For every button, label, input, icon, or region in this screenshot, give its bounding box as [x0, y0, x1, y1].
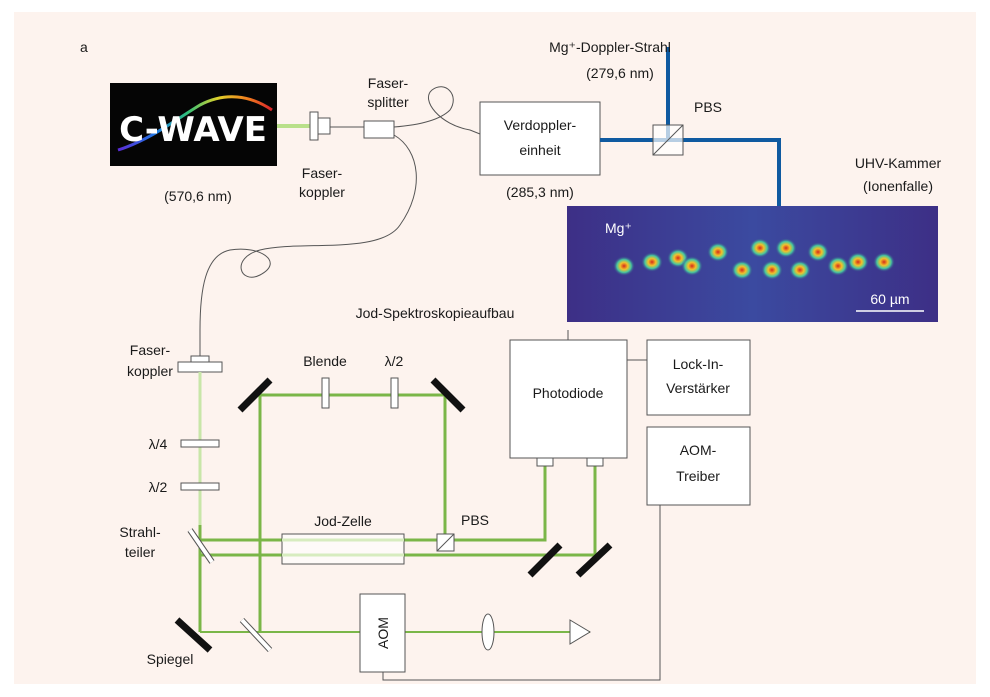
- aom-driver: [646, 426, 751, 506]
- pbs-bottom: [436, 533, 455, 552]
- fiber-splitter-label-2: splitter: [367, 94, 409, 110]
- pbs-top-label: PBS: [694, 99, 722, 115]
- ion-spot: [847, 252, 869, 272]
- photodiode: [509, 339, 628, 459]
- quarter-waveplate-label: λ/4: [149, 436, 168, 452]
- mirror-photodiode-2: [575, 542, 613, 578]
- photodiode-port-2: [586, 457, 604, 467]
- beam-pump-loop: [258, 393, 447, 555]
- fiber-to-spectroscopy: [199, 134, 417, 358]
- half-waveplate-left-label: λ/2: [149, 479, 168, 495]
- photodiode-label: Photodiode: [533, 385, 604, 401]
- laser-wavelength: (570,6 nm): [164, 188, 232, 204]
- doubler-label-2: einheit: [519, 142, 560, 158]
- fiber-splitter: [363, 120, 395, 139]
- beam-splitter-label-1: Strahl-: [119, 524, 161, 540]
- ion-crystal-image: [567, 206, 938, 322]
- beam-splitter-label-2: teiler: [125, 544, 156, 560]
- spectroscopy-title: Jod-Spektroskopieaufbau: [356, 305, 515, 321]
- pbs-bottom-label: PBS: [461, 512, 489, 528]
- ion-spot: [761, 260, 783, 280]
- doppler-beam-label-2: (279,6 nm): [586, 65, 654, 81]
- fiber-coupler-top-label-2: koppler: [299, 184, 345, 200]
- ion-spot: [681, 256, 703, 276]
- fiber-coupler-bottom-label-2: koppler: [127, 363, 173, 379]
- ion-label: Mg⁺: [605, 220, 632, 236]
- fiber-coupler-bottom: [177, 355, 223, 373]
- panel-letter: a: [80, 39, 88, 55]
- uv-beam-to-trap: [600, 138, 781, 210]
- doppler-beam-label-1: Mg⁺-Doppler-Strahl: [549, 39, 671, 55]
- uhv-label-2: (Ionenfalle): [863, 178, 933, 194]
- mirror-photodiode-1: [527, 542, 563, 578]
- beam-reference: [200, 466, 547, 542]
- beam-dump: [569, 619, 591, 645]
- ion-spot: [789, 260, 811, 280]
- aperture: [321, 377, 330, 409]
- aom: [359, 593, 406, 673]
- ion-spot: [731, 260, 753, 280]
- ion-spot: [827, 256, 849, 276]
- fiber-splitter-label-1: Faser-: [368, 75, 409, 91]
- ion-spot: [873, 252, 895, 272]
- aom-driver-label-2: Treiber: [676, 468, 720, 484]
- lock-in-label-1: Lock-In-: [673, 356, 724, 372]
- mirror-top-left: [237, 377, 273, 413]
- doubler-label-1: Verdoppler-: [504, 117, 577, 133]
- lock-in-label-2: Verstärker: [666, 380, 730, 396]
- mirror-label: Spiegel: [147, 651, 194, 667]
- logo-text: C-WAVE: [119, 110, 267, 150]
- uhv-label-1: UHV-Kammer: [855, 155, 942, 171]
- half-waveplate-top-label: λ/2: [385, 353, 404, 369]
- mirror-top-right: [430, 377, 466, 413]
- ion-spot: [775, 238, 797, 258]
- ion-spot: [707, 242, 729, 262]
- fiber-coupler-top: [309, 111, 331, 141]
- quarter-waveplate: [180, 439, 220, 448]
- scale-label: 60 µm: [870, 291, 909, 307]
- photodiode-port-1: [536, 457, 554, 467]
- aperture-label: Blende: [303, 353, 347, 369]
- lock-in-amplifier: [646, 339, 751, 416]
- aom-driver-label-1: AOM-: [680, 442, 717, 458]
- mirror-bottom-left: [174, 617, 213, 653]
- ion-spot: [749, 238, 771, 258]
- pbs-top: [652, 124, 684, 156]
- c-wave-laser-logo: C-WAVE: [110, 83, 277, 166]
- lens: [481, 613, 495, 651]
- doubler-unit: [479, 101, 601, 176]
- aom-rf-cable: [382, 505, 661, 681]
- half-waveplate-top: [390, 377, 399, 409]
- ion-spot: [641, 252, 663, 272]
- iodine-cell-label: Jod-Zelle: [314, 513, 372, 529]
- half-waveplate-left: [180, 482, 220, 491]
- doubler-wavelength: (285,3 nm): [506, 184, 574, 200]
- ion-spot: [807, 242, 829, 262]
- fiber-coupler-bottom-label-1: Faser-: [130, 342, 171, 358]
- fiber-coupler-top-label-1: Faser-: [302, 165, 343, 181]
- ion-spot: [613, 256, 635, 276]
- aom-label: AOM: [375, 617, 391, 649]
- fiber-to-doubler: [393, 86, 481, 135]
